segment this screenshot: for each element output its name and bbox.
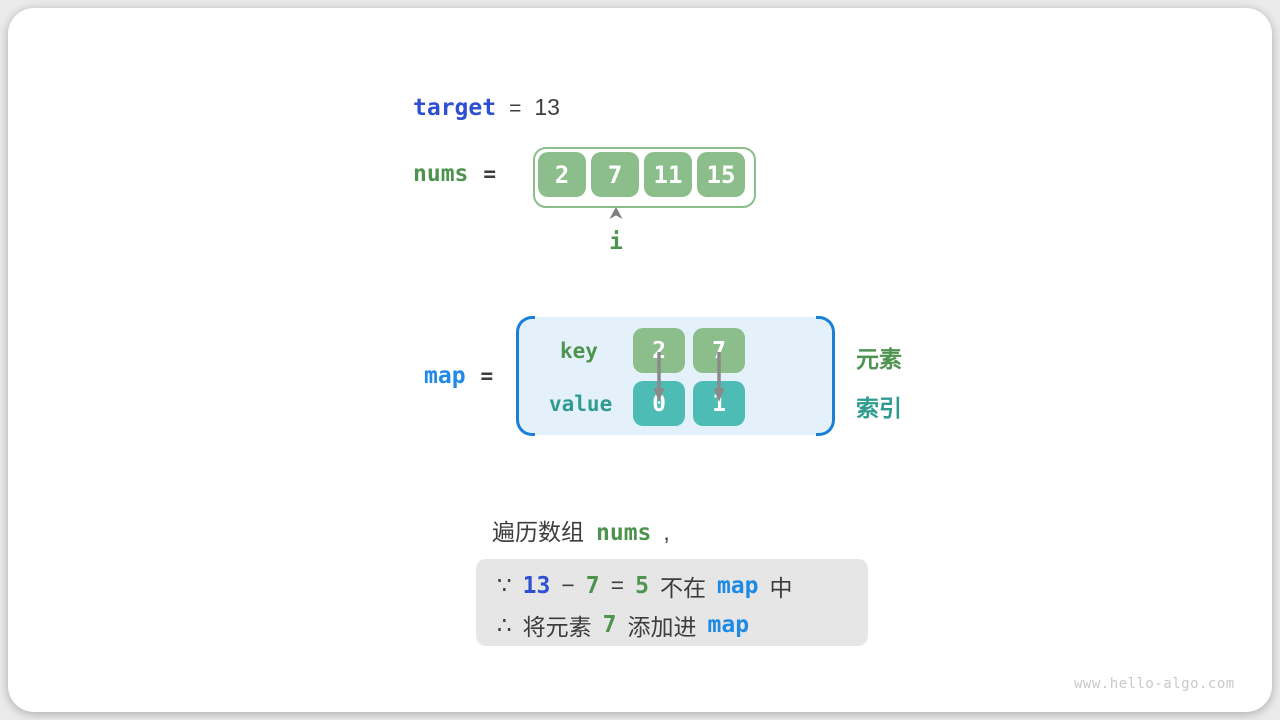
map-value-cell: 1 [693, 381, 745, 426]
note-line-therefore: ∴ 将元素 7 添加进 map [497, 607, 868, 644]
nums-equals-sign: = [483, 162, 497, 186]
map-key-row-label: key [560, 339, 598, 363]
therefore-symbol: ∴ [497, 611, 512, 638]
minus-sign: − [561, 572, 575, 599]
map-bracket-right [816, 316, 835, 436]
nums-declaration: nums = [413, 161, 496, 187]
index-pointer-label: i [609, 229, 623, 255]
map-declaration: map = [424, 363, 493, 389]
note-map-code: map [716, 572, 759, 599]
because-symbol: ∵ [497, 572, 512, 599]
note-difference-value: 5 [635, 572, 649, 599]
caption-nums-code: nums [596, 520, 652, 546]
note-map-code: map [707, 612, 750, 639]
map-bracket-left [516, 316, 535, 436]
note-text-add-element: 将元素 [522, 614, 592, 641]
target-value: 13 [534, 94, 560, 120]
map-variable-name: map [424, 363, 466, 389]
nums-array-cell: 2 [538, 152, 586, 197]
caption-text: 遍历数组 [492, 519, 584, 545]
map-element-annotation: 元素 [856, 346, 902, 372]
equals-sign: = [610, 572, 625, 599]
note-text-add-into: 添加进 [627, 614, 697, 641]
target-equals-sign: = [509, 97, 522, 120]
target-variable-name: target [413, 95, 497, 121]
note-text-in-suffix: 中 [769, 574, 793, 601]
note-target-value: 13 [522, 572, 551, 599]
map-equals-sign: = [480, 364, 494, 388]
diagram-card: target = 13 nums = 2 7 11 15 i map = key… [8, 8, 1272, 712]
key-to-value-arrow-icon [653, 352, 665, 402]
map-value-row-label: value [549, 392, 613, 416]
nums-array-cell: 7 [591, 152, 639, 197]
key-to-value-arrow-icon [713, 352, 725, 402]
nums-array: 2 7 11 15 [533, 147, 756, 208]
target-declaration: target = 13 [413, 94, 560, 121]
caret-up-icon [609, 207, 623, 219]
nums-array-cell: 11 [644, 152, 692, 197]
note-current-element: 7 [585, 572, 600, 599]
map-container: key value 2 7 0 1 [516, 316, 835, 436]
note-added-element: 7 [602, 612, 617, 639]
note-text-not-in: 不在 [659, 574, 706, 601]
note-line-because: ∵ 13 − 7 = 5 不在 map 中 [497, 567, 868, 604]
nums-array-cell: 15 [697, 152, 745, 197]
site-watermark: www.hello-algo.com [1074, 676, 1235, 692]
note-box: ∵ 13 − 7 = 5 不在 map 中 ∴ 将元素 7 添加进 map [476, 559, 868, 646]
nums-variable-name: nums [413, 161, 469, 187]
caption-comma: , [663, 519, 670, 545]
caption-line: 遍历数组 nums , [492, 513, 670, 547]
map-index-annotation: 索引 [856, 395, 902, 421]
map-value-cell: 0 [633, 381, 685, 426]
